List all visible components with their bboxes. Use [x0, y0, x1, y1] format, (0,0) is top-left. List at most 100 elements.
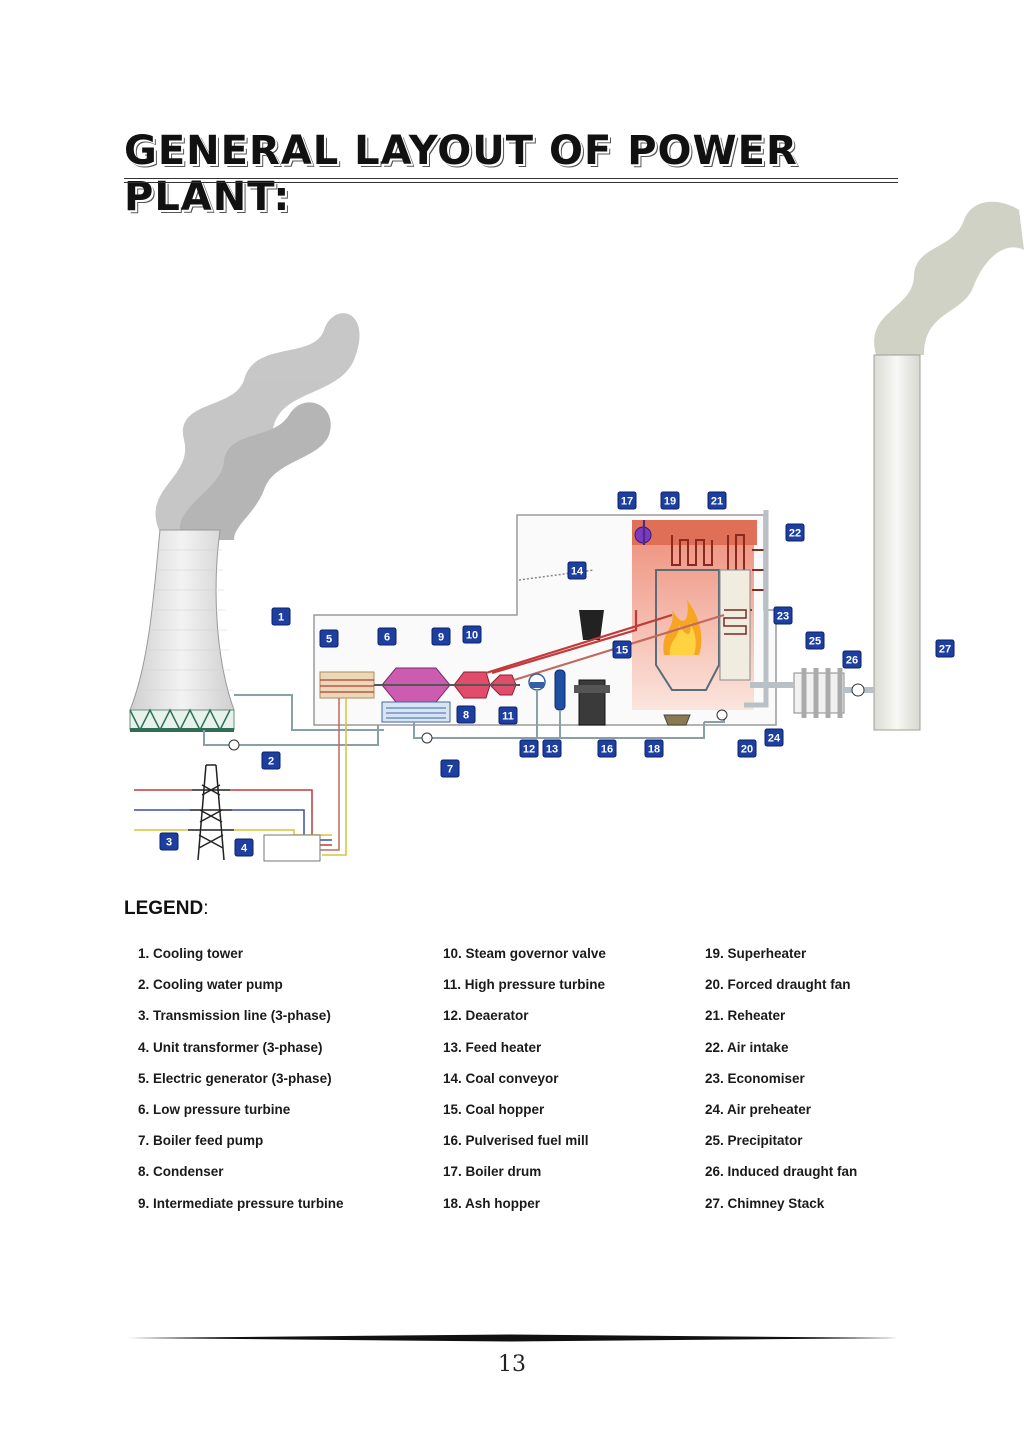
svg-text:3: 3 — [166, 837, 172, 849]
legend-item: 14. Coal conveyor — [443, 1070, 559, 1086]
legend-column-2: 10. Steam governor valve 11. High pressu… — [443, 946, 606, 1227]
svg-text:11: 11 — [502, 711, 514, 723]
legend-item: 22. Air intake — [705, 1039, 789, 1055]
page-title: General Layout of Power Plant: — [124, 128, 798, 220]
legend-item: 4. Unit transformer (3-phase) — [138, 1039, 323, 1055]
svg-text:24: 24 — [768, 733, 781, 745]
legend-heading-text: LEGEND — [124, 898, 204, 919]
cooling-tower — [129, 529, 235, 732]
cooling-tower-smoke — [155, 313, 360, 540]
diagram-label-1: 1 — [271, 607, 291, 626]
legend-item: 21. Reheater — [705, 1008, 786, 1024]
feed-heater — [554, 669, 566, 711]
legend-item: 6. Low pressure turbine — [138, 1101, 291, 1117]
legend-item: 17. Boiler drum — [443, 1164, 542, 1180]
title-rule-bottom — [124, 182, 898, 183]
svg-text:12: 12 — [523, 744, 535, 756]
svg-text:5: 5 — [326, 634, 332, 646]
diagram-label-19: 19 — [660, 491, 680, 510]
legend-item: 19. Superheater — [705, 946, 807, 961]
coal-conveyor — [518, 569, 595, 581]
legend-item: 16. Pulverised fuel mill — [443, 1133, 589, 1149]
diagram-label-13: 13 — [542, 739, 562, 758]
ash-hopper — [663, 714, 691, 726]
legend-item: 7. Boiler feed pump — [138, 1133, 264, 1149]
water-pipes — [203, 690, 725, 746]
diagram-label-17: 17 — [617, 491, 637, 510]
svg-text:26: 26 — [846, 655, 858, 667]
diagram-label-12: 12 — [519, 739, 539, 758]
svg-text:9: 9 — [438, 632, 444, 644]
svg-text:8: 8 — [463, 710, 469, 722]
legend-item: 11. High pressure turbine — [443, 977, 606, 993]
svg-text:15: 15 — [616, 645, 628, 657]
legend-item: 10. Steam governor valve — [443, 946, 606, 961]
svg-text:23: 23 — [777, 611, 789, 623]
svg-text:17: 17 — [621, 496, 633, 508]
diagram-label-9: 9 — [431, 627, 451, 646]
legend-item: 1. Cooling tower — [138, 946, 244, 961]
svg-text:22: 22 — [789, 528, 801, 540]
diagram-label-24: 24 — [764, 728, 784, 747]
svg-text:1: 1 — [278, 612, 284, 624]
diagram-label-2: 2 — [261, 751, 281, 770]
air-intake-pipe — [744, 510, 769, 708]
unit-transformer — [263, 834, 321, 862]
diagram-label-23: 23 — [773, 606, 793, 625]
diagram-label-8: 8 — [456, 705, 476, 724]
svg-text:14: 14 — [571, 566, 584, 578]
svg-text:19: 19 — [664, 496, 676, 508]
diagram-label-4: 4 — [234, 838, 254, 857]
legend-item: 18. Ash hopper — [443, 1195, 541, 1211]
furnace — [655, 569, 720, 691]
legend-item: 3. Transmission line (3-phase) — [138, 1008, 331, 1024]
svg-text:16: 16 — [601, 744, 613, 756]
diagram-label-6: 6 — [377, 627, 397, 646]
economiser-column — [719, 569, 751, 681]
svg-text:20: 20 — [741, 744, 753, 756]
power-plant-diagram: 1234567891011121314151617181920212223242… — [129, 201, 1024, 862]
diagram-label-22: 22 — [785, 523, 805, 542]
title-rule-top — [124, 178, 898, 179]
deaerator-level — [530, 682, 544, 688]
svg-text:2: 2 — [268, 756, 274, 768]
legend-item: 23. Economiser — [705, 1070, 805, 1086]
footer-rule — [124, 1334, 898, 1342]
chimney-stack — [873, 354, 921, 731]
svg-text:27: 27 — [939, 644, 951, 656]
legend-column-1: 1. Cooling tower 2. Cooling water pump 3… — [138, 946, 344, 1227]
boiler-feed-pump — [421, 732, 433, 744]
cooling-water-pump — [228, 739, 240, 751]
diagram-label-20: 20 — [737, 739, 757, 758]
transmission-lines — [134, 698, 347, 856]
legend-item: 26. Induced draught fan — [705, 1164, 858, 1180]
legend-column-3: 19. Superheater 20. Forced draught fan 2… — [705, 946, 857, 1227]
pulverised-fuel-mill-top — [574, 685, 610, 693]
legend-item: 9. Intermediate pressure turbine — [138, 1195, 344, 1211]
forced-draught-fan — [716, 709, 728, 721]
diagram-label-25: 25 — [805, 631, 825, 650]
precipitator — [793, 668, 845, 718]
svg-text:10: 10 — [466, 630, 478, 642]
diagram-label-15: 15 — [612, 640, 632, 659]
diagram-label-27: 27 — [935, 639, 955, 658]
svg-text:7: 7 — [447, 764, 453, 776]
diagram-label-7: 7 — [440, 759, 460, 778]
legend-item: 27. Chimney Stack — [705, 1195, 825, 1211]
legend-item: 13. Feed heater — [443, 1039, 542, 1055]
diagram-label-21: 21 — [707, 491, 727, 510]
diagram-label-18: 18 — [644, 739, 664, 758]
legend-item: 5. Electric generator (3-phase) — [138, 1070, 332, 1086]
induced-draught-fan — [851, 683, 865, 697]
svg-text:6: 6 — [384, 632, 390, 644]
diagram-label-11: 11 — [498, 706, 518, 725]
legend-item: 12. Deaerator — [443, 1008, 529, 1024]
legend-item: 24. Air preheater — [705, 1101, 812, 1117]
electric-generator — [319, 671, 375, 699]
economiser-coil — [723, 609, 747, 635]
chimney-smoke — [874, 201, 1024, 355]
legend-item: 8. Condenser — [138, 1164, 224, 1180]
svg-text:21: 21 — [711, 496, 723, 508]
legend-item: 25. Precipitator — [705, 1133, 803, 1149]
diagram-label-5: 5 — [319, 629, 339, 648]
